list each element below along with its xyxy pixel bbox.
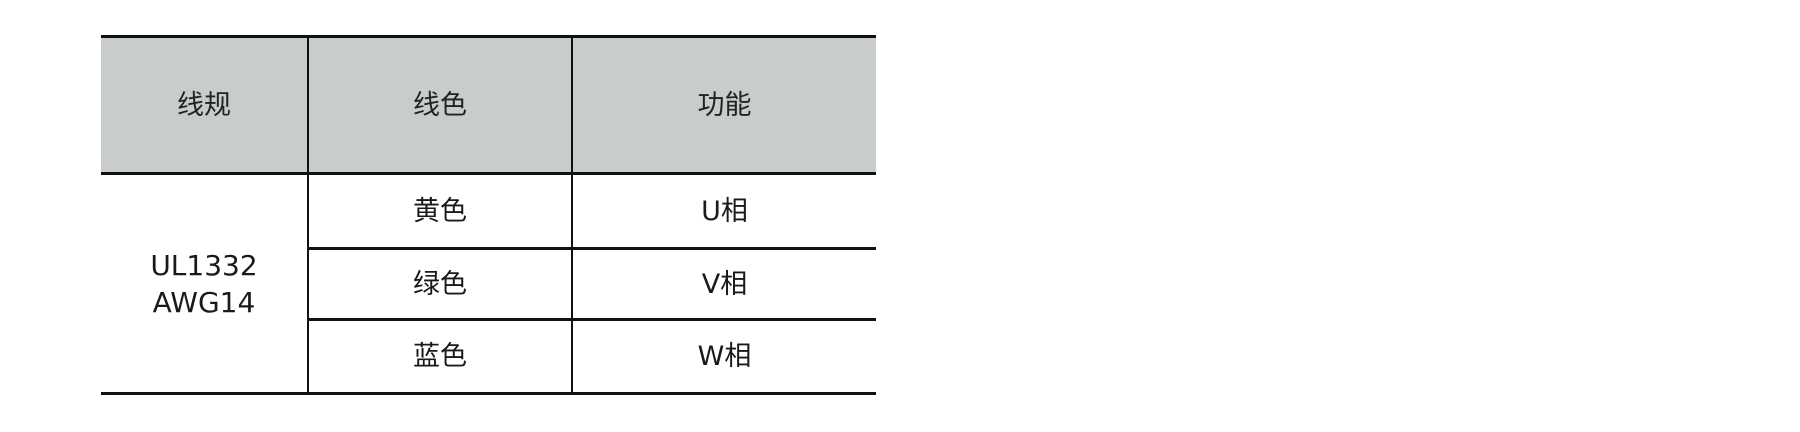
table-row-2-color: 绿色 (413, 268, 467, 300)
header-function: 功能 (697, 89, 752, 121)
wire-spec-table: 线规 线色 功能 UL1332 AWG14 黄色 U相 绿色 V相 蓝色 W相 (101, 35, 876, 395)
table-row-1-function: U相 (701, 195, 748, 227)
column-divider-2 (571, 35, 573, 395)
table-row-2-function: V相 (701, 268, 748, 300)
header-wire-gauge: 线规 (177, 89, 231, 121)
header-wire-color: 线色 (413, 89, 467, 121)
table-row-1-color: 黄色 (413, 195, 467, 227)
row-divider-1 (307, 247, 876, 250)
row-divider-2 (307, 318, 876, 321)
table-row-3-function: W相 (697, 341, 752, 372)
table-header-background (101, 38, 876, 172)
wire-gauge-cell: UL1332 AWG14 (101, 175, 307, 392)
column-divider-1 (307, 35, 309, 395)
wire-gauge-model: UL1332 (150, 248, 258, 282)
table-row-3-color: 蓝色 (413, 341, 467, 372)
header-bottom-border (101, 172, 876, 175)
table-bottom-border (101, 392, 876, 395)
table-top-border (101, 35, 876, 38)
wire-gauge-awg: AWG14 (152, 285, 256, 319)
